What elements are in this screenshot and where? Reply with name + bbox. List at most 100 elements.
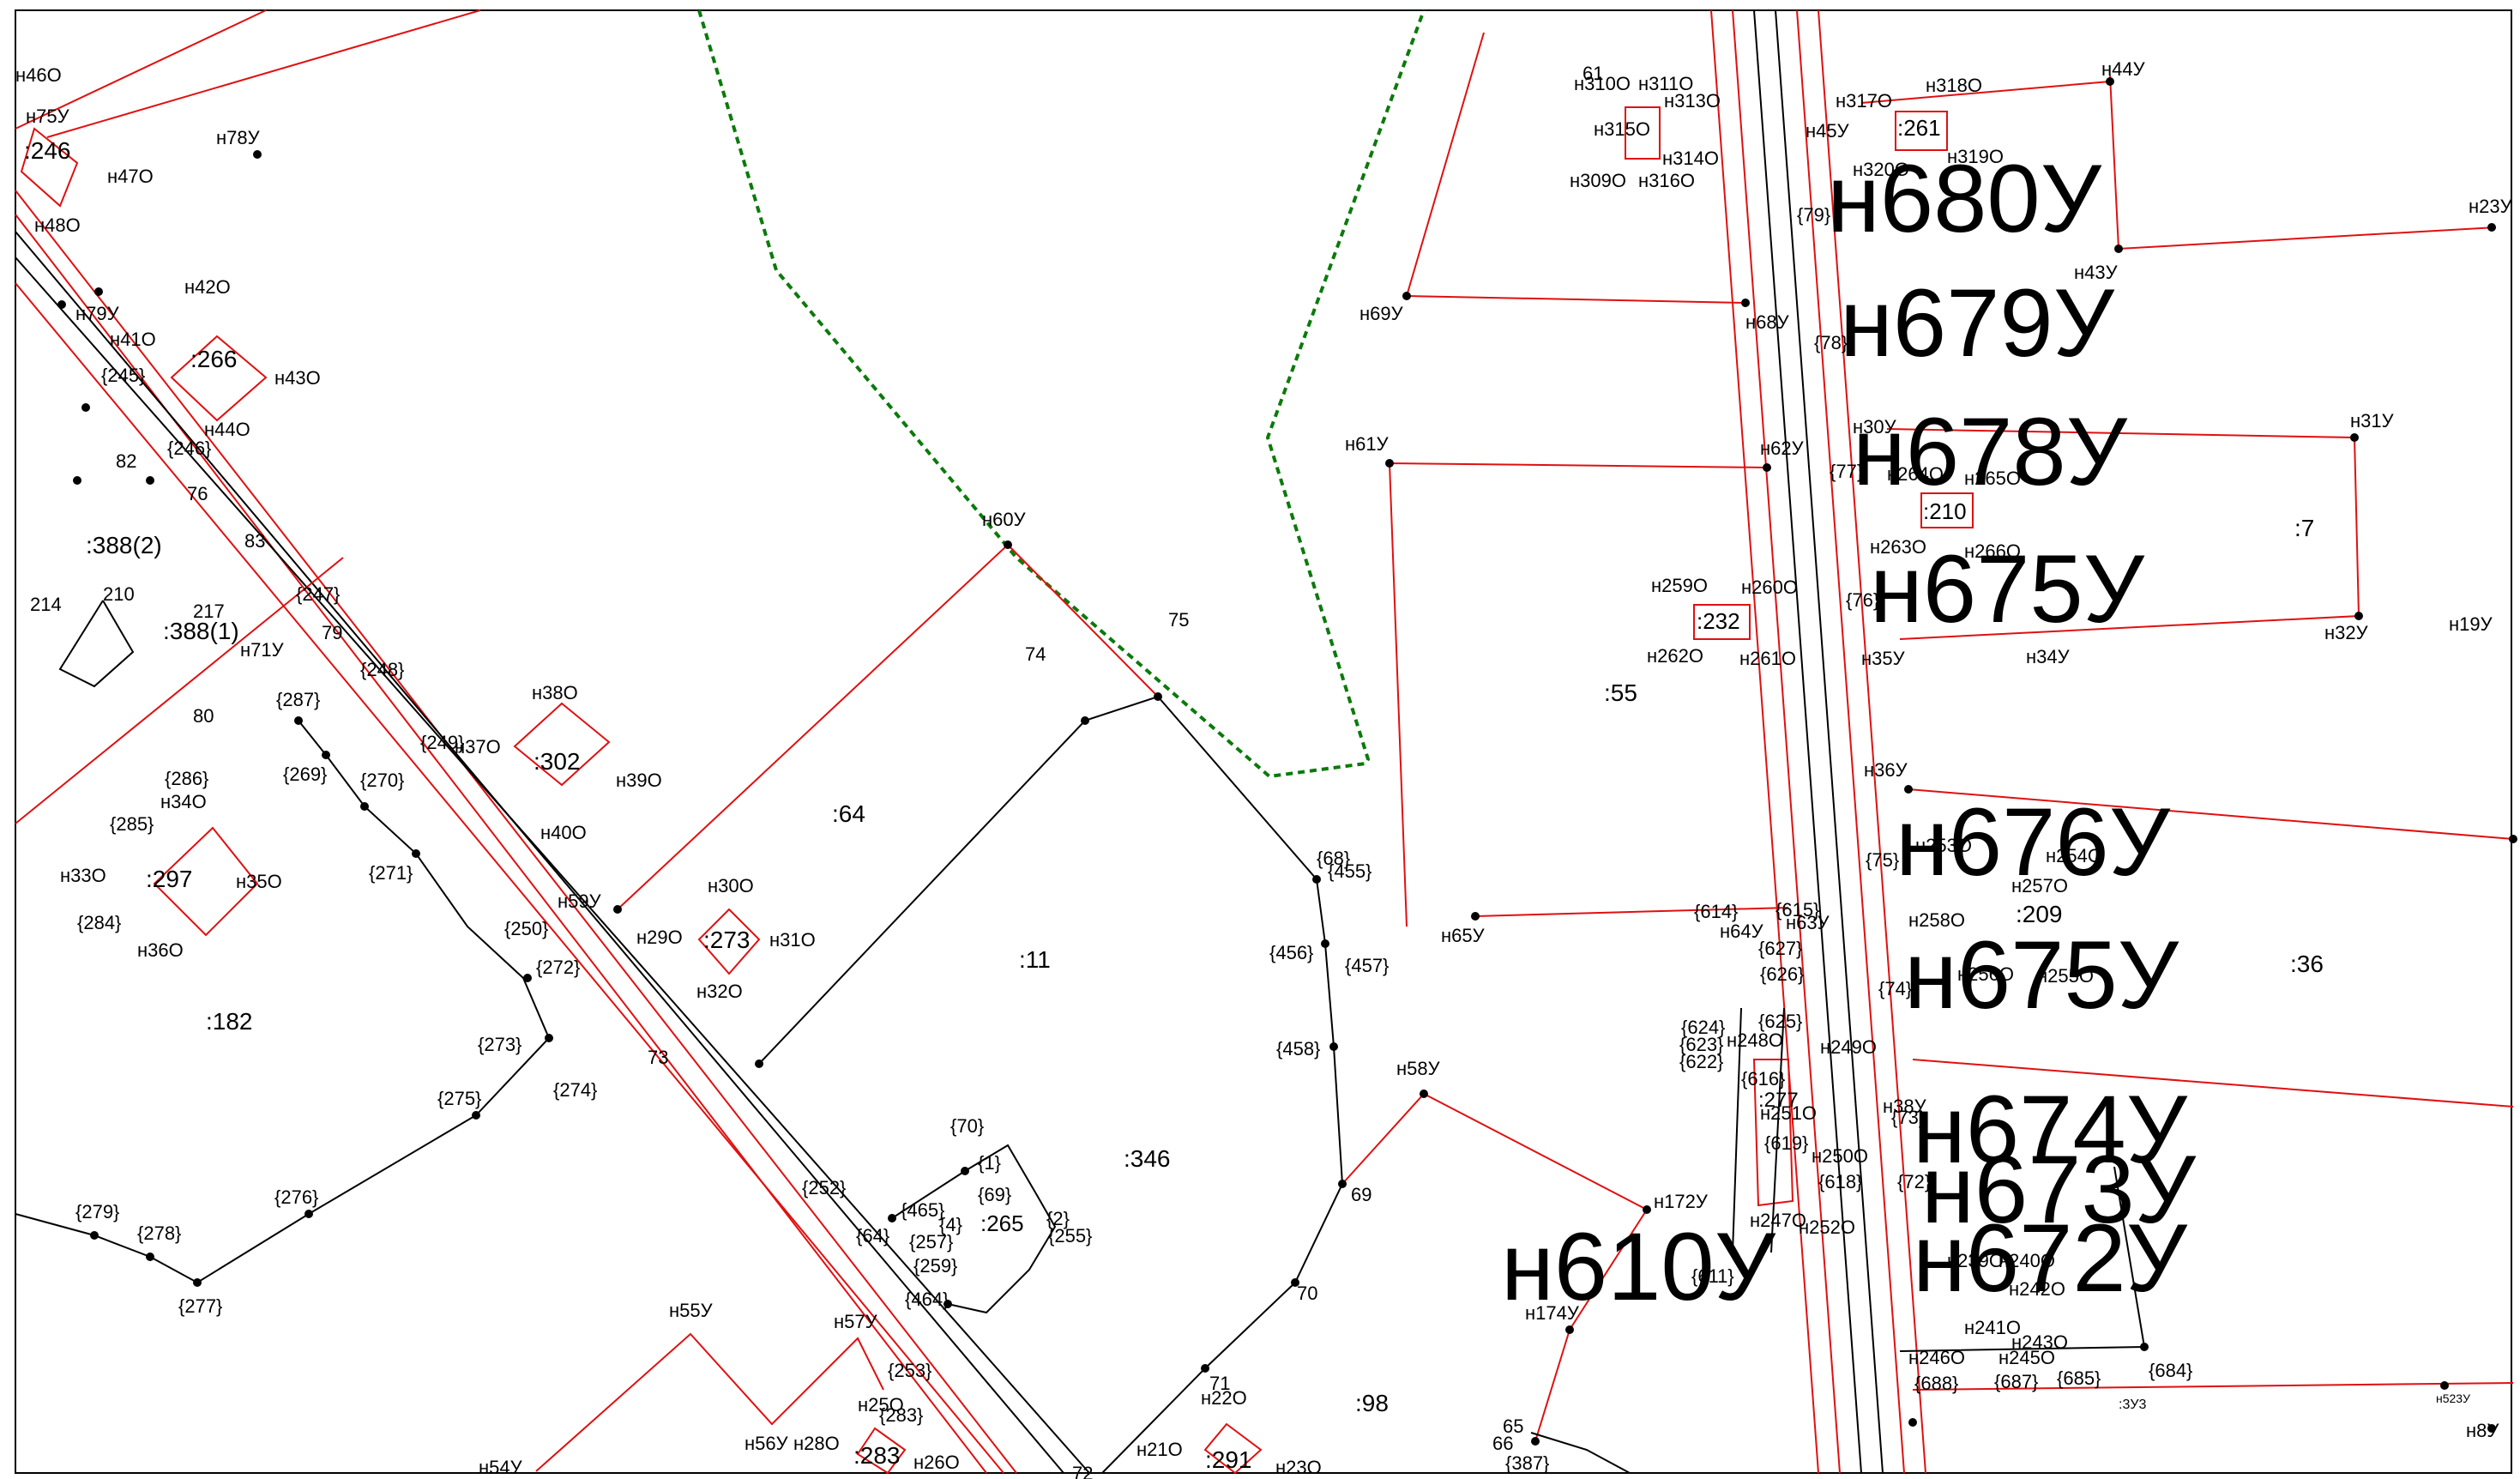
point-label: н19У bbox=[2449, 613, 2493, 635]
forest-boundary-dashed bbox=[697, 9, 1426, 779]
line-number: 74 bbox=[1025, 643, 1046, 665]
point-label: н249О bbox=[1820, 1036, 1877, 1058]
big-label: н672У bbox=[1913, 1204, 2188, 1312]
quarter-label: :388(2) bbox=[86, 532, 162, 558]
small-number: 65 bbox=[1503, 1416, 1523, 1437]
vertex-number: {625} bbox=[1758, 1011, 1802, 1032]
point-label: н247О bbox=[1750, 1210, 1806, 1231]
vertex-number: {387} bbox=[1505, 1452, 1549, 1474]
vertex-number: {270} bbox=[360, 770, 404, 791]
point-label: н246О bbox=[1908, 1347, 1965, 1368]
point-label: н248О bbox=[1727, 1029, 1783, 1051]
quarter-label: :98 bbox=[1355, 1390, 1389, 1416]
big-label: н678У bbox=[1853, 398, 2128, 505]
point-label: н32У bbox=[2324, 622, 2369, 643]
vertex-number: {76} bbox=[1846, 589, 1879, 611]
vertex-number: {246} bbox=[167, 438, 211, 459]
point-label: н172У bbox=[1654, 1191, 1709, 1212]
quarter-label: :3У3 bbox=[2119, 1398, 2147, 1412]
vertex-number: {68} bbox=[1317, 848, 1350, 869]
point-label: н245О bbox=[1999, 1347, 2055, 1368]
point-label: н253О bbox=[1915, 835, 1972, 856]
vertex-number: {278} bbox=[137, 1222, 181, 1244]
point-label: н314О bbox=[1662, 148, 1719, 169]
vertex-number: {272} bbox=[536, 957, 580, 978]
point-label: н263О bbox=[1870, 536, 1926, 558]
vertex-number: {70} bbox=[950, 1115, 984, 1137]
line-number: 214 bbox=[30, 594, 62, 615]
vertex-number: {279} bbox=[75, 1201, 119, 1222]
point-label: н250О bbox=[1812, 1145, 1868, 1167]
point-label: н39О bbox=[616, 770, 662, 791]
point-label: н8У bbox=[2466, 1420, 2499, 1441]
line-number: 71 bbox=[1209, 1373, 1230, 1394]
vertex-number: {64} bbox=[856, 1225, 889, 1247]
point-label: н261О bbox=[1739, 648, 1796, 669]
vertex-numbers: {245} {246} {247} {248} {249} {250} {272… bbox=[75, 204, 2192, 1474]
big-label: н675У bbox=[1870, 535, 2145, 643]
point-label: н264О bbox=[1887, 463, 1944, 485]
vertex-number: {287} bbox=[276, 689, 320, 710]
point-label: н257О bbox=[2011, 875, 2068, 896]
vertex-number: {77} bbox=[1830, 461, 1863, 482]
point-label: н42О bbox=[184, 276, 231, 298]
quarter-label: :346 bbox=[1124, 1145, 1171, 1172]
big-label: н679У bbox=[1840, 269, 2115, 377]
vertex-number: {611} bbox=[1691, 1265, 1734, 1287]
point-label: н38О bbox=[532, 682, 578, 703]
point-label: н320О bbox=[1853, 159, 1909, 180]
point-label: н37О bbox=[455, 736, 501, 758]
parcel-label: :291 bbox=[1205, 1446, 1252, 1473]
point-label: н240О bbox=[1999, 1250, 2055, 1271]
map-frame bbox=[15, 9, 2512, 1474]
point-label: н59У bbox=[558, 890, 602, 912]
point-label: н69У bbox=[1359, 303, 1404, 324]
parcel-label: :246 bbox=[24, 137, 71, 164]
point-label: н316О bbox=[1638, 170, 1695, 191]
point-label: н45У bbox=[1806, 120, 1850, 142]
point-label: н25О bbox=[858, 1394, 904, 1416]
point-label: н36У bbox=[1864, 759, 1908, 781]
point-label: н54У bbox=[479, 1457, 523, 1478]
point-label: н48О bbox=[34, 214, 81, 236]
point-label: н63У bbox=[1786, 912, 1830, 933]
point-label: н32О bbox=[696, 981, 743, 1002]
point-label: н265О bbox=[1964, 468, 2021, 489]
vertex-number: {257} bbox=[909, 1231, 953, 1253]
point-label: н259О bbox=[1651, 575, 1708, 596]
point-label: н255О bbox=[2037, 965, 2094, 987]
line-number: 79 bbox=[322, 622, 342, 643]
vertex-number: {2} bbox=[1046, 1208, 1070, 1229]
vertex-number: {277} bbox=[178, 1295, 222, 1317]
quarter-label: :55 bbox=[1604, 679, 1637, 706]
quarter-label: :11 bbox=[1019, 946, 1051, 973]
point-label: н22О bbox=[1201, 1387, 1247, 1409]
vertex-number: {271} bbox=[369, 862, 413, 884]
vertex-number: {245} bbox=[101, 365, 145, 386]
vertex-number: {255} bbox=[1048, 1225, 1092, 1247]
vertex-number: {275} bbox=[437, 1088, 481, 1109]
vertex-number: {465} bbox=[901, 1199, 944, 1221]
vertex-number: {458} bbox=[1276, 1038, 1320, 1059]
point-label: н79У bbox=[75, 303, 120, 324]
quarter-labels: :64 :11 :346 :98 :182 :55 :36 :209 :3У3 … bbox=[86, 515, 2324, 1416]
point-label: н56У bbox=[745, 1433, 789, 1454]
vertex-number: {619} bbox=[1764, 1132, 1808, 1154]
big-label: н680У bbox=[1827, 145, 2102, 252]
point-label: н29О bbox=[636, 927, 683, 948]
vertex-number: {614} bbox=[1694, 901, 1738, 922]
small-number: 73 bbox=[648, 1047, 668, 1068]
point-label: н35О bbox=[236, 871, 282, 892]
parcel-label: :283 bbox=[853, 1442, 901, 1469]
point-label: н57У bbox=[834, 1311, 878, 1332]
point-label: н44У bbox=[2101, 58, 2146, 80]
line-number: 69 bbox=[1351, 1184, 1372, 1205]
vertex-number: {623} bbox=[1679, 1034, 1723, 1055]
vertex-number: {250} bbox=[504, 918, 548, 939]
point-label: н35У bbox=[1861, 648, 1906, 669]
point-label: н313О bbox=[1664, 90, 1721, 112]
point-label: н242О bbox=[2009, 1278, 2065, 1300]
point-label: н30У bbox=[1853, 416, 1897, 438]
point-label: н44О bbox=[204, 419, 250, 440]
